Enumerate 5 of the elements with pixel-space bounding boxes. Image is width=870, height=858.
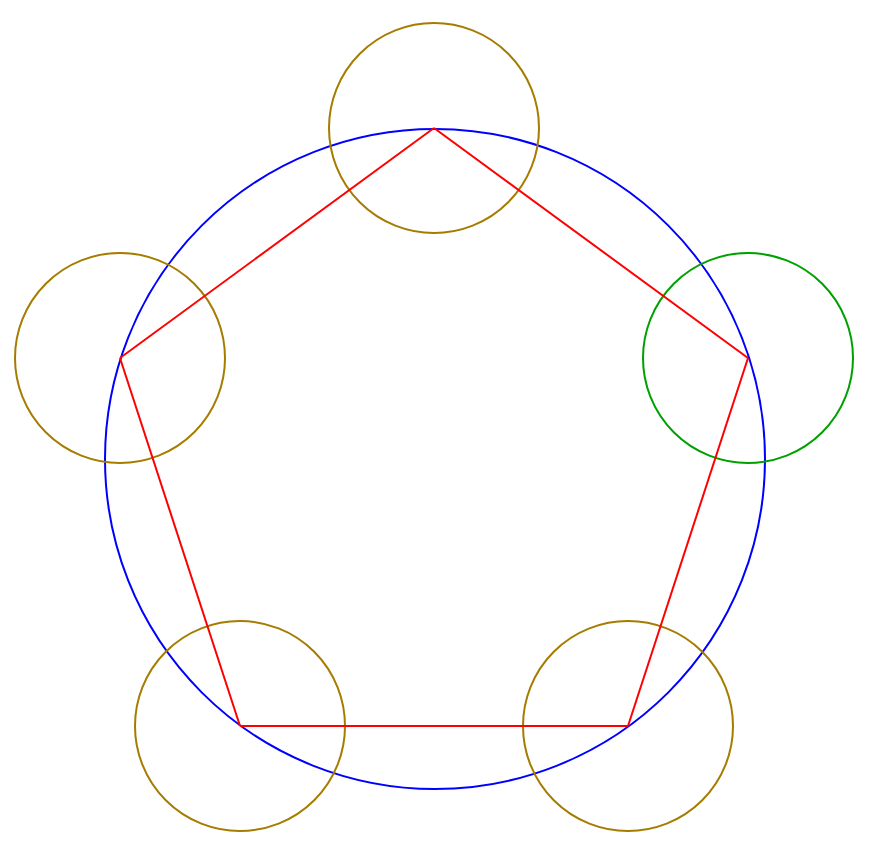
connector-line [119,357,241,727]
connector-line [433,127,749,359]
connector-line [627,357,749,727]
connector-line [239,725,629,727]
connector-line [119,127,435,359]
